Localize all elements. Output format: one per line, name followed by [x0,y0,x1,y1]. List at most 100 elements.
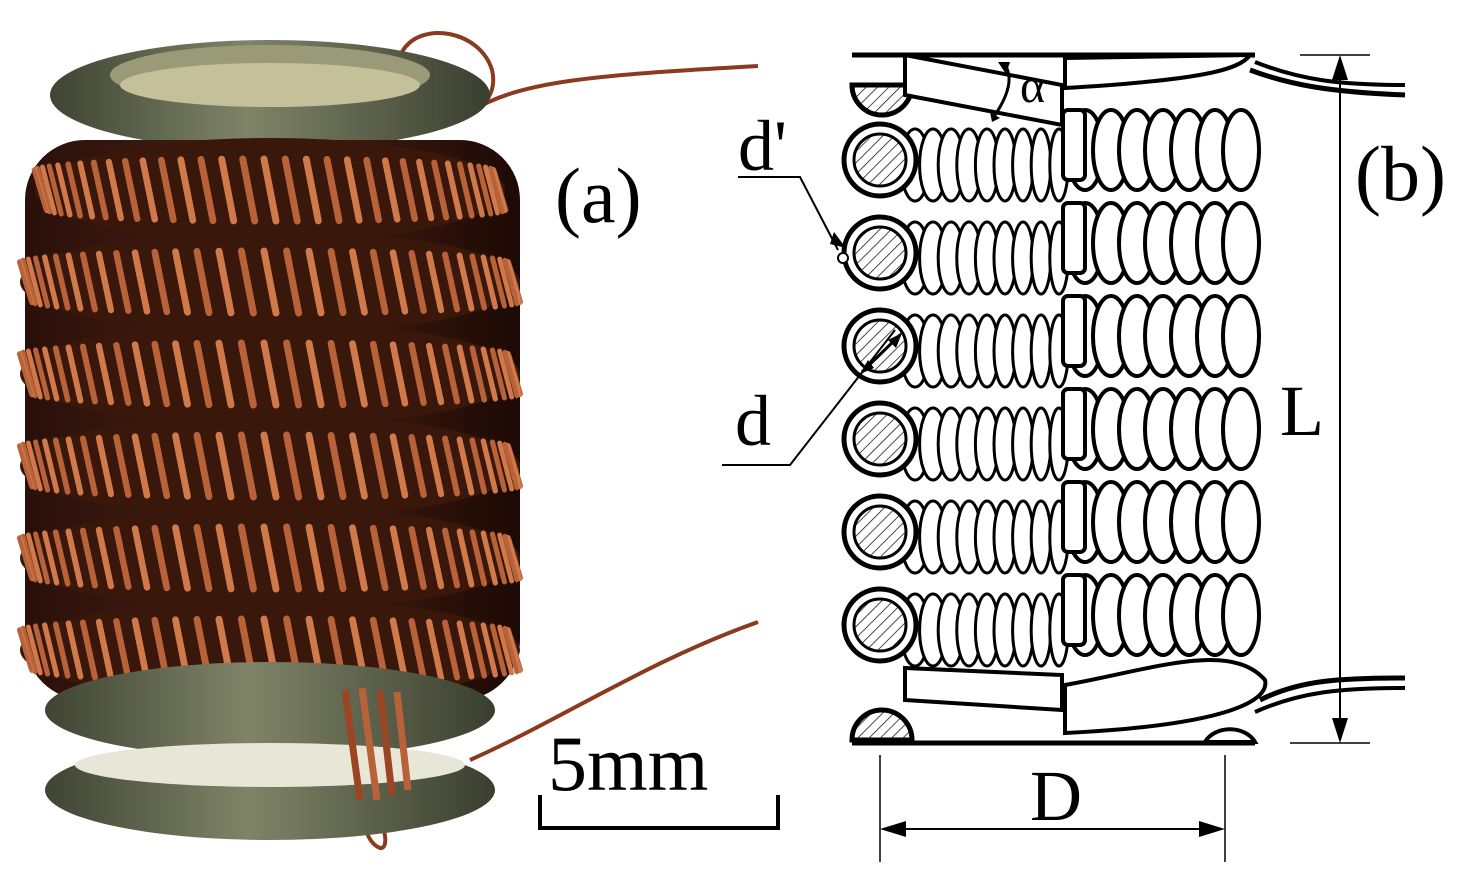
copper-winding [399,158,418,222]
copper-winding [151,432,171,500]
copper-winding [480,622,498,678]
copper-winding [33,531,51,585]
copper-winding [489,531,507,585]
copper-winding [456,620,475,680]
copper-winding [237,431,257,501]
bottom-wrap-winding [341,687,412,801]
schematic-loop-flat [1061,573,1087,647]
copper-winding [237,339,257,409]
d-arrow-1 [860,360,874,374]
copper-winding [283,339,303,409]
copper-winding [469,253,488,311]
copper-winding [469,345,488,403]
copper-winding [505,534,523,582]
copper-winding [349,432,368,500]
copper-winding [25,624,43,676]
copper-winding [79,343,98,405]
copper-winding [193,431,213,501]
bottom-band [903,665,1064,713]
copper-winding [25,532,43,584]
copper-winding [215,247,235,317]
copper-winding [489,347,507,401]
copper-winding [425,434,445,498]
schematic-loop-right [1221,387,1261,471]
copper-winding [193,339,213,409]
copper-winding [113,618,132,682]
bottom-end-cap [1063,658,1268,736]
copper-winding [105,158,124,222]
copper-winding [113,342,132,406]
d-prime-arrow [830,232,846,248]
top-lead-2 [1254,60,1406,87]
copper-winding [193,247,213,317]
copper-winding [79,527,98,589]
top-band [903,52,1064,128]
copper-winding [369,524,389,592]
copper-winding [113,434,132,498]
copper-winding [237,523,257,593]
schematic-loop-right [1221,294,1261,378]
copper-winding [158,156,177,224]
copper-winding [489,623,507,677]
copper-winding [172,432,191,500]
copper-winding [42,622,60,678]
copper-winding [389,249,409,315]
schematic-loop-right [1221,108,1261,192]
D-arrow-left [880,821,906,837]
copper-winding [283,247,303,317]
copper-winding [193,523,213,593]
d-prime-point [837,252,849,264]
copper-winding [52,437,71,495]
copper-winding [502,533,520,583]
copper-winding [408,526,427,590]
copper-winding [283,431,303,501]
d-leader [722,329,896,466]
copper-winding [215,431,235,501]
d-prime-leader [738,176,839,251]
schematic-loop-flat [1061,387,1087,461]
D-label: D [1030,756,1082,836]
copper-winding [281,155,301,225]
copper-winding [177,156,197,224]
copper-winding [131,433,151,499]
bottom-lead-2 [1254,686,1406,714]
copper-winding [40,164,57,216]
copper-winding [442,343,461,405]
schematic-section-core [852,504,908,560]
schematic-section-core [852,318,908,374]
coil-schematic: α d' d L D [722,52,1406,862]
L-label: L [1280,371,1324,451]
d-prime-label: d' [738,106,787,186]
panel-a-label: (a) [555,152,642,239]
copper-winding [502,441,520,491]
copper-winding [425,618,445,682]
copper-winding [35,165,52,215]
copper-winding [408,342,427,406]
copper-winding [65,620,84,680]
copper-winding [31,168,48,212]
copper-winding [491,166,508,214]
copper-winding [55,162,73,218]
copper-winding [442,527,461,589]
copper-winding [260,339,280,409]
copper-winding [381,157,401,223]
schematic-loop-flat [1061,108,1087,182]
copper-winding [442,251,461,313]
copper-winding [505,442,523,490]
copper-winding [20,349,38,399]
copper-winding [42,530,60,586]
copper-winding [497,532,515,584]
copper-winding [151,340,171,408]
schematic-loop-flat [1061,294,1087,368]
copper-winding [260,247,280,317]
copper-winding [52,621,71,679]
copper-winding [42,438,60,494]
copper-winding [197,155,217,225]
copper-winding [260,523,280,593]
schematic-section-core [852,132,908,188]
copper-winding [480,254,498,310]
copper-winding [483,164,500,216]
copper-winding [90,159,109,221]
copper-winding [65,436,84,496]
schematic-section-core [852,597,908,653]
